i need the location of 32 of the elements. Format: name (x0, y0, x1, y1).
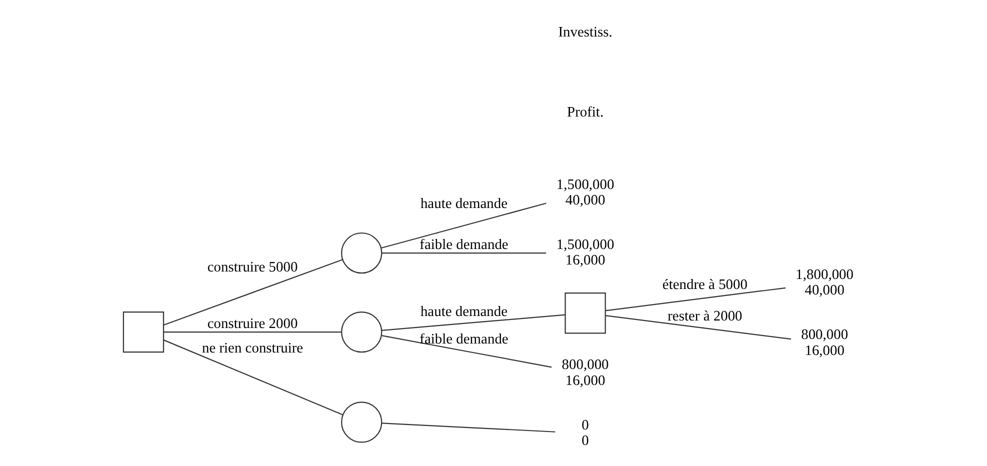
label: Profit. (567, 104, 604, 121)
node-box (122, 311, 164, 353)
label: Investiss. (558, 24, 612, 40)
edge-label: construire 2000 (207, 316, 298, 332)
node-text: 800,000 16,000 (801, 327, 848, 359)
edge-label: faible demande (420, 237, 508, 254)
node-text: 1,500,000 16,000 (556, 237, 614, 269)
edge-label: haute demande (420, 196, 508, 212)
node-text: 1,800,000 40,000 (796, 267, 854, 299)
connector (164, 340, 344, 416)
node-text: 1,500,000 40,000 (556, 176, 614, 209)
connector (605, 314, 792, 340)
edge-label: rester à 2000 (668, 308, 742, 324)
node-circle (341, 402, 382, 443)
node-circle (341, 311, 382, 353)
node-box (564, 292, 606, 334)
connector (381, 202, 546, 249)
node-circle (341, 232, 382, 274)
edge-label: étendre à 5000 (662, 277, 748, 294)
connector (382, 252, 546, 254)
edge-label: faible demande (420, 332, 508, 348)
node-text: 800,000 16,000 (562, 357, 609, 389)
edge-label: construire 5000 (207, 259, 298, 276)
node-text: 0 0 (582, 417, 589, 449)
connector (164, 259, 343, 326)
connector (382, 335, 552, 368)
connector (382, 422, 556, 432)
connector (164, 332, 342, 333)
edge-label: haute demande (420, 304, 508, 320)
connector (382, 314, 566, 331)
edge-label: ne rien construire (202, 340, 304, 357)
connector (605, 287, 786, 312)
